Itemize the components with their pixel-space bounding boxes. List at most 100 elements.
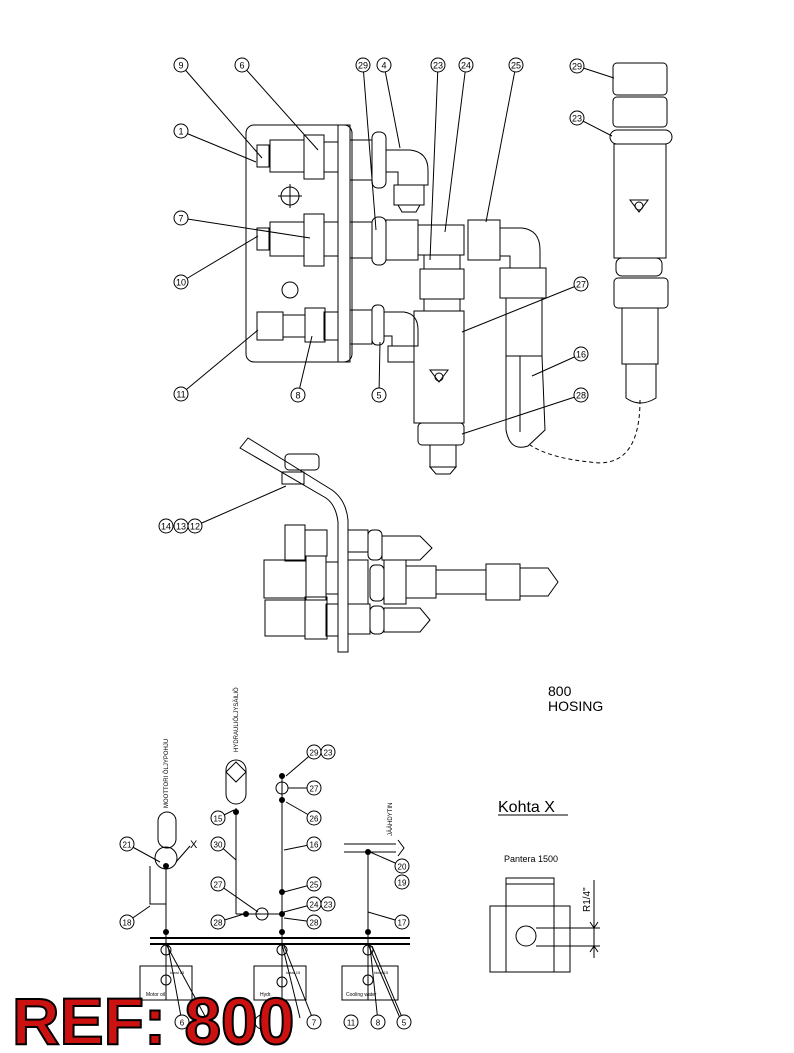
leader-line — [444, 64, 467, 233]
leader-line — [485, 64, 517, 223]
balloon-label: 23 — [324, 749, 333, 758]
balloon-label: 18 — [123, 919, 132, 928]
balloon-label: 25 — [310, 881, 319, 890]
balloon-label: 20 — [398, 863, 407, 872]
cooling-vertical-label: JÄÄHDYTIN — [387, 803, 394, 836]
leader-line — [180, 64, 263, 159]
leader-line — [180, 235, 259, 283]
balloon-circle — [119, 914, 135, 930]
detail-label: Kohta X — [498, 799, 555, 816]
balloon-circle — [306, 914, 322, 930]
balloon-label: 23 — [324, 901, 333, 910]
balloon-label: 19 — [398, 879, 407, 888]
balloon-label: 27 — [310, 785, 319, 794]
balloon-circle — [306, 1014, 322, 1030]
balloon-label: 29 — [358, 61, 368, 71]
balloon-circle — [573, 346, 589, 362]
leader-line — [429, 64, 439, 261]
balloon-circle — [210, 810, 226, 826]
balloon-label: 11 — [176, 390, 185, 400]
leader-line — [180, 130, 257, 163]
balloon-label: 27 — [214, 881, 223, 890]
balloon-circle — [569, 110, 585, 126]
balloon-circle — [569, 58, 585, 74]
balloon-circle — [320, 744, 336, 760]
balloon-circle — [158, 518, 174, 534]
leader-line — [383, 64, 401, 149]
balloon-circle — [394, 858, 410, 874]
balloon-circle — [254, 1014, 270, 1030]
box-cooling-water-label: Cooling water — [346, 992, 377, 998]
hydraulic-vertical-label: HYDRAULIÖLJYSÄILIÖ — [233, 687, 240, 752]
leader-line — [371, 945, 405, 1023]
leader-line — [180, 217, 311, 239]
leader-line — [378, 341, 381, 396]
detail-x — [489, 814, 600, 973]
balloon-label: 26 — [310, 815, 319, 824]
title-hosing: HOSING — [548, 698, 603, 714]
balloon-label: 27 — [576, 280, 586, 290]
balloon-label: 29 — [572, 62, 582, 72]
balloon-label: 6 — [180, 1019, 185, 1028]
schematic — [139, 759, 410, 1019]
motor-oil-vertical-label: MOOTTORI ÖLJYPOHJU — [163, 739, 170, 808]
balloon-label: 9 — [178, 61, 183, 71]
balloon-label: 10 — [176, 278, 186, 288]
balloon-label: 24 — [310, 901, 319, 910]
balloon-label: 13 — [176, 522, 186, 532]
balloon-circle — [174, 1014, 190, 1030]
balloon-label: 28 — [214, 919, 223, 928]
balloon-circle — [173, 386, 189, 402]
balloon-label: 30 — [214, 841, 223, 850]
balloon-circle — [210, 836, 226, 852]
balloon-circle — [210, 876, 226, 892]
balloon-circle — [355, 57, 371, 73]
balloon-label: 21 — [123, 841, 132, 850]
balloon-label: 23 — [433, 61, 443, 71]
leader-line — [167, 945, 183, 1023]
balloon-circle — [290, 387, 306, 403]
balloon-circle — [234, 57, 250, 73]
ref-badge: REF: 800 — [12, 984, 294, 1053]
balloon-circle — [376, 57, 392, 73]
tag-2: Ideal 15 — [286, 970, 301, 975]
balloon-label: 28 — [576, 391, 586, 401]
balloon-circle — [430, 57, 446, 73]
balloon-label: 1 — [178, 127, 183, 137]
balloon-circle — [306, 876, 322, 892]
box-motor-oil-label: Motor oil — [146, 992, 165, 998]
balloon-circle — [343, 1014, 359, 1030]
balloon-circle — [119, 836, 135, 852]
balloon-circle — [396, 1014, 412, 1030]
leader-line — [283, 945, 315, 1023]
box-hydraulic-label: Hydr. — [260, 992, 272, 998]
balloon-label: 29 — [310, 749, 319, 758]
balloon-circle — [371, 387, 387, 403]
leader-line — [369, 945, 379, 1023]
balloon-circle — [210, 914, 226, 930]
balloon-label: 5 — [376, 391, 381, 401]
balloon-label: 17 — [398, 919, 407, 928]
balloon-circle — [573, 276, 589, 292]
leader-line — [180, 329, 259, 395]
balloon-label: 25 — [511, 61, 521, 71]
title-800: 800 — [548, 683, 572, 699]
leader-line — [461, 283, 582, 333]
detail-part-label: Pantera 1500 — [504, 854, 558, 864]
leader-line — [531, 353, 582, 377]
balloon-circle — [394, 874, 410, 890]
tag-1: Ideal 15 — [170, 970, 185, 975]
balloon-label: 15 — [214, 815, 223, 824]
balloon-label: 6 — [239, 61, 244, 71]
balloon-label: 16 — [310, 841, 319, 850]
balloon-circle — [370, 1014, 386, 1030]
balloon-label: 7 — [178, 214, 183, 224]
balloon-circle — [320, 896, 336, 912]
leader-line — [217, 883, 259, 913]
balloon-label: 24 — [461, 61, 471, 71]
balloon-label: 8 — [376, 1019, 381, 1028]
balloon-label: 7 — [312, 1019, 317, 1028]
